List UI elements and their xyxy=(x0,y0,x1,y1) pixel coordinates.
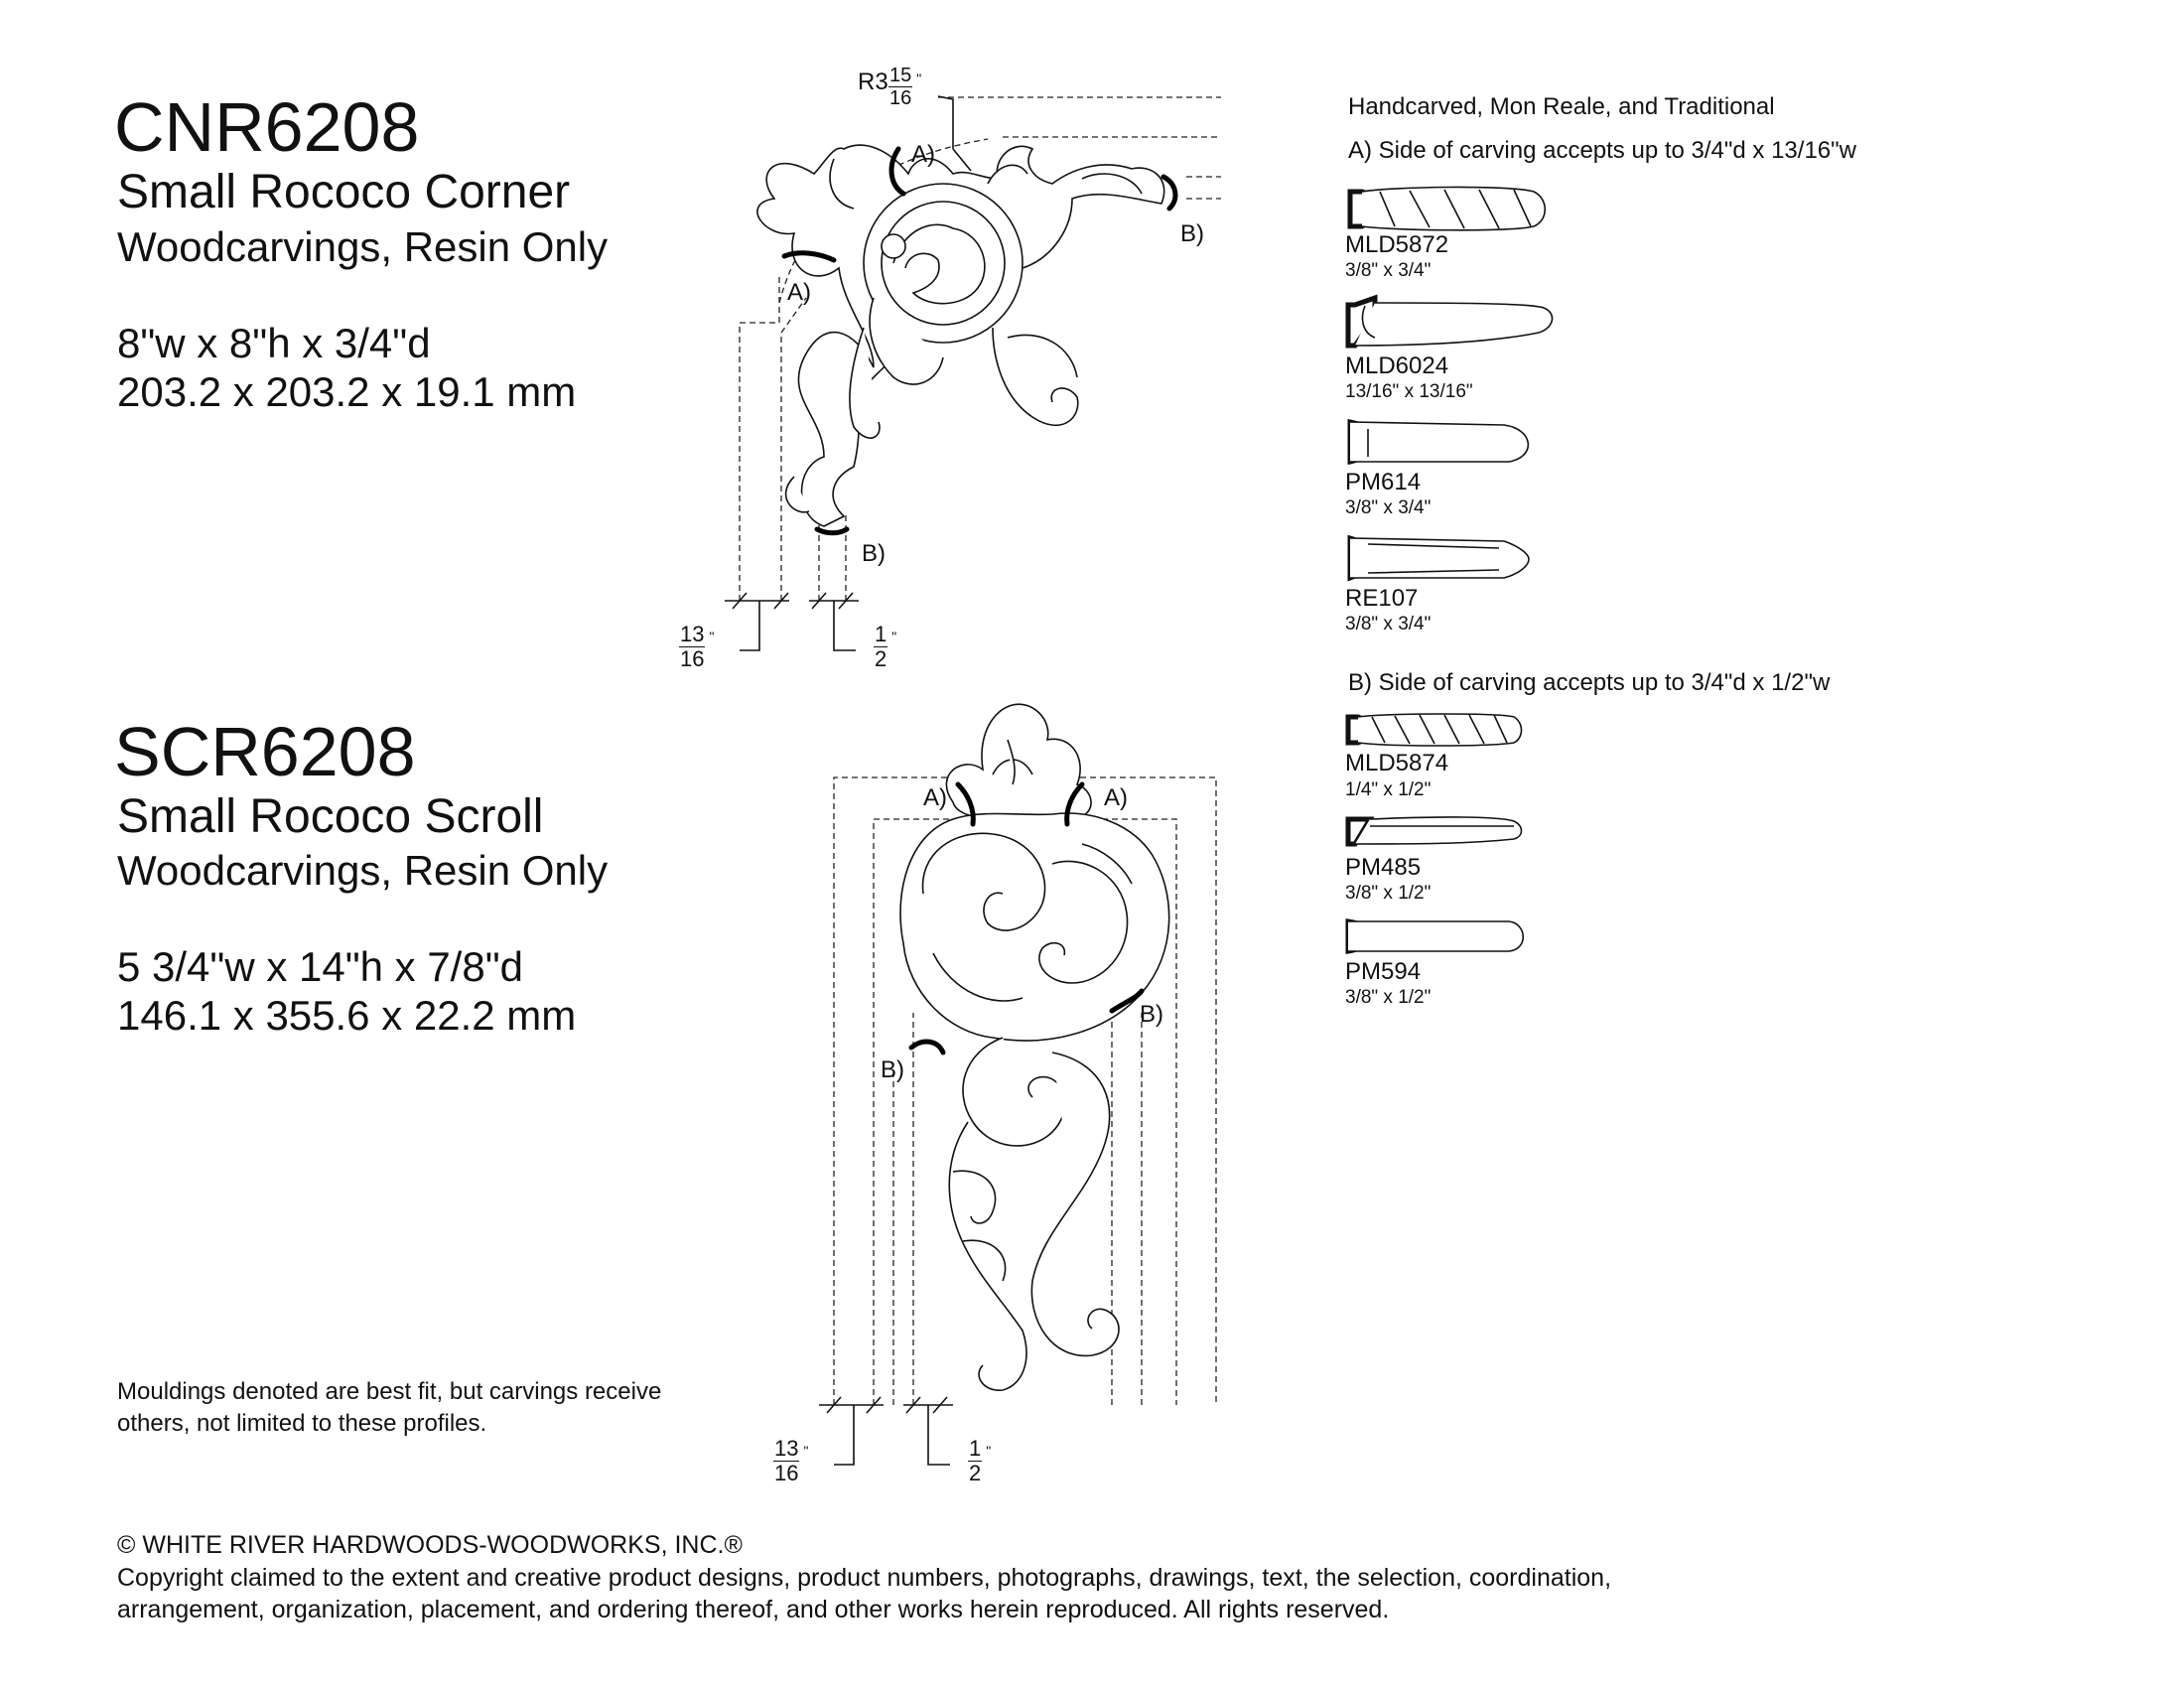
scr-title: Small Rococo Scroll xyxy=(117,790,544,843)
scroll-frac-inch-2: " xyxy=(986,1443,992,1459)
scr-code: SCR6208 xyxy=(114,713,416,790)
profile-mld5874 xyxy=(1345,713,1523,747)
corner-dimension-ticks xyxy=(725,592,859,651)
moulding-a-2-size: 13/16" x 13/16" xyxy=(1345,381,1473,402)
moulding-a-3-size: 3/8" x 3/4" xyxy=(1345,497,1432,518)
scroll-label-b-right: B) xyxy=(1140,1001,1163,1028)
profile-pm594 xyxy=(1345,918,1524,954)
corner-radius-fraction: 15 16 " xyxy=(888,65,921,109)
scr-subtitle: Woodcarvings, Resin Only xyxy=(117,847,609,894)
corner-label-b-right: B) xyxy=(1180,220,1204,247)
corner-frac-inch-2: " xyxy=(891,629,897,644)
moulding-a-1-size: 3/8" x 3/4" xyxy=(1345,260,1432,281)
profile-mld6024 xyxy=(1345,294,1554,349)
scroll-frac-13: 13 xyxy=(773,1436,800,1462)
scroll-marker-a-right xyxy=(1064,781,1085,827)
corner-label-a-top: A) xyxy=(911,141,935,168)
scroll-fraction-1-2: 1 2 " xyxy=(968,1436,991,1485)
corner-frac-inch-1: " xyxy=(709,629,715,644)
moulding-a-3-name: PM614 xyxy=(1345,469,1422,495)
scroll-label-a-right: A) xyxy=(1104,784,1128,811)
cnr-dims-mm: 203.2 x 203.2 x 19.1 mm xyxy=(117,368,577,415)
moulding-b-2-name: PM485 xyxy=(1345,854,1422,881)
copyright-line-2: Copyright claimed to the extent and crea… xyxy=(117,1563,1612,1592)
profile-mld5872 xyxy=(1347,186,1547,231)
group-a-title: A) Side of carving accepts up to 3/4"d x… xyxy=(1348,137,1856,164)
corner-radius-inch: " xyxy=(916,70,922,86)
profile-pm485 xyxy=(1345,816,1523,847)
scroll-marker-b-left xyxy=(908,1039,946,1055)
scroll-frac-inch-1: " xyxy=(803,1443,809,1459)
cnr-code: CNR6208 xyxy=(114,88,420,166)
scr-dims-inches: 5 3/4"w x 14"h x 7/8"d xyxy=(117,943,523,990)
scroll-dimension-ticks xyxy=(819,1396,953,1466)
corner-radius-den: 16 xyxy=(889,87,912,109)
profile-pm614 xyxy=(1347,418,1530,466)
scr-dims-mm: 146.1 x 355.6 x 22.2 mm xyxy=(117,992,577,1039)
moulding-b-3-name: PM594 xyxy=(1345,958,1422,985)
corner-marker-b-bottom xyxy=(814,526,850,536)
corner-guide-lines xyxy=(739,95,1221,601)
mouldings-header: Handcarved, Mon Reale, and Traditional xyxy=(1348,93,1775,120)
scroll-ornament xyxy=(899,703,1170,1391)
corner-fraction-1-2: 1 2 " xyxy=(874,622,896,671)
cnr-subtitle: Woodcarvings, Resin Only xyxy=(117,223,609,270)
fit-note-line-1: Mouldings denoted are best fit, but carv… xyxy=(117,1378,662,1405)
copyright-line-3: arrangement, organization, placement, an… xyxy=(117,1596,1390,1623)
corner-radius-prefix: R3 xyxy=(858,69,888,95)
scroll-label-a-left: A) xyxy=(923,784,947,811)
corner-frac-2: 2 xyxy=(875,646,887,671)
corner-radius-num: 15 xyxy=(888,65,913,87)
corner-label-b-bottom: B) xyxy=(862,540,886,567)
moulding-a-4-name: RE107 xyxy=(1345,585,1419,612)
scroll-label-b-left: B) xyxy=(881,1056,904,1083)
copyright-owner: © WHITE RIVER HARDWOODS-WOODWORKS, INC.® xyxy=(117,1531,743,1559)
corner-ornament xyxy=(756,144,1165,527)
moulding-b-3-size: 3/8" x 1/2" xyxy=(1345,987,1432,1008)
moulding-a-2-name: MLD6024 xyxy=(1345,352,1449,379)
cnr-title: Small Rococo Corner xyxy=(117,166,571,218)
corner-frac-1: 1 xyxy=(874,622,888,647)
scroll-frac-16: 16 xyxy=(774,1461,799,1485)
moulding-b-1-size: 1/4" x 1/2" xyxy=(1345,779,1432,800)
corner-frac-13: 13 xyxy=(679,622,706,647)
corner-marker-b-right xyxy=(1160,174,1178,211)
corner-marker-a-top xyxy=(888,146,906,197)
fit-note-line-2: others, not limited to these profiles. xyxy=(117,1410,487,1438)
scroll-frac-2: 2 xyxy=(969,1461,982,1485)
cnr-dims-inches: 8"w x 8"h x 3/4"d xyxy=(117,320,431,366)
moulding-a-4-size: 3/8" x 3/4" xyxy=(1345,614,1432,634)
scroll-marker-b-right xyxy=(1109,988,1145,1014)
scroll-marker-a-left xyxy=(955,781,976,827)
moulding-a-1-name: MLD5872 xyxy=(1345,231,1449,258)
moulding-b-2-size: 3/8" x 1/2" xyxy=(1345,883,1432,904)
fit-note: Mouldings denoted are best fit, but carv… xyxy=(117,1376,661,1441)
corner-marker-a-left xyxy=(781,250,837,263)
corner-label-a-left: A) xyxy=(787,279,811,306)
scroll-frac-1: 1 xyxy=(968,1436,983,1462)
moulding-b-1-name: MLD5874 xyxy=(1345,750,1449,776)
corner-fraction-13-16: 13 16 " xyxy=(679,622,714,671)
copyright-block: © WHITE RIVER HARDWOODS-WOODWORKS, INC.®… xyxy=(117,1529,1611,1626)
profile-re107 xyxy=(1347,534,1530,582)
corner-frac-16: 16 xyxy=(680,646,705,671)
group-b-title: B) Side of carving accepts up to 3/4"d x… xyxy=(1348,669,1831,696)
scroll-fraction-13-16: 13 16 " xyxy=(773,1436,808,1485)
